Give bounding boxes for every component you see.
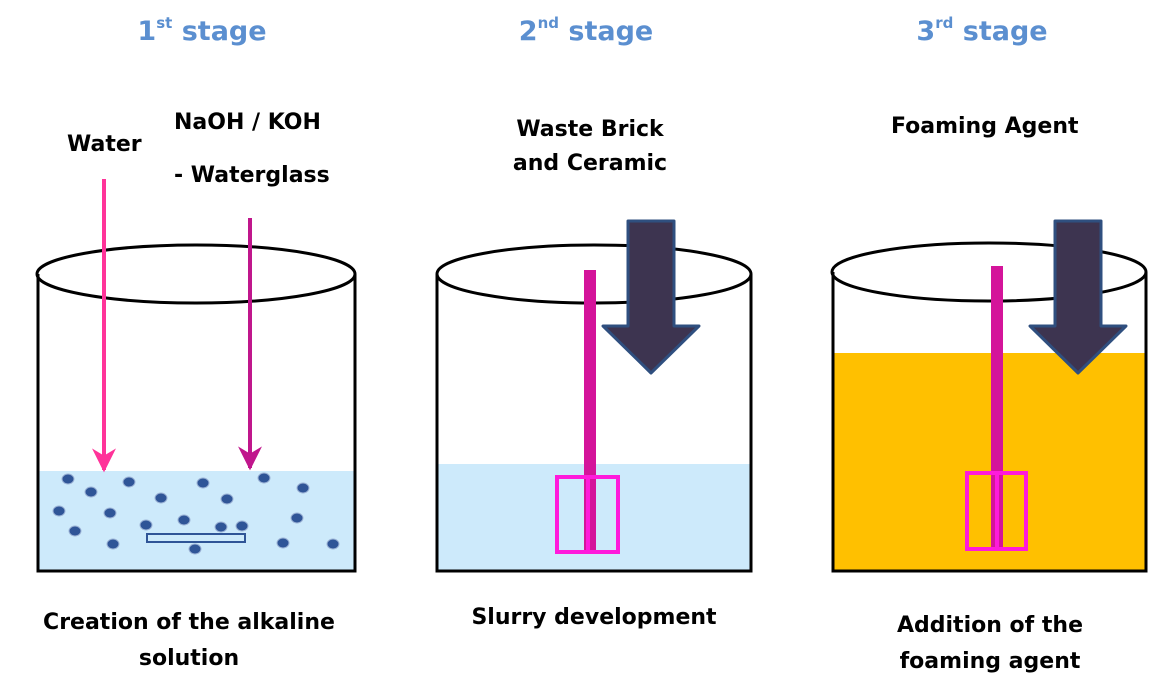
solution-particles: [52, 472, 340, 555]
stage-1-caption: Creation of the alkaline solution: [43, 610, 335, 671]
mixer-2: [555, 270, 620, 554]
foaming-agent-label: Foaming Agent: [891, 114, 1079, 139]
naoh-koh-label: NaOH / KOH: [174, 110, 321, 135]
stage-3-title: 3rd stage: [916, 14, 1048, 47]
stir-bar: [146, 533, 246, 543]
waste-brick-arrow: [601, 219, 701, 375]
stage-3-caption: Addition of the foaming agent: [896, 613, 1083, 674]
foaming-agent-arrow: [1028, 219, 1128, 375]
beaker-1-rim: [35, 243, 357, 305]
waterglass-label: - Waterglass: [174, 163, 330, 188]
beaker-1: [35, 243, 357, 573]
stage-2-title: 2nd stage: [518, 14, 654, 47]
stage-2-caption: Slurry development: [471, 605, 717, 630]
beaker-3-rim: [830, 241, 1148, 303]
mixer-3: [965, 266, 1028, 551]
foam-mixture: [833, 353, 1146, 571]
waste-brick-label: Waste Brick and Ceramic: [512, 117, 668, 176]
stage-1-title: 1st stage: [137, 14, 267, 47]
water-label: Water: [67, 132, 142, 157]
beaker-3: [830, 241, 1148, 573]
